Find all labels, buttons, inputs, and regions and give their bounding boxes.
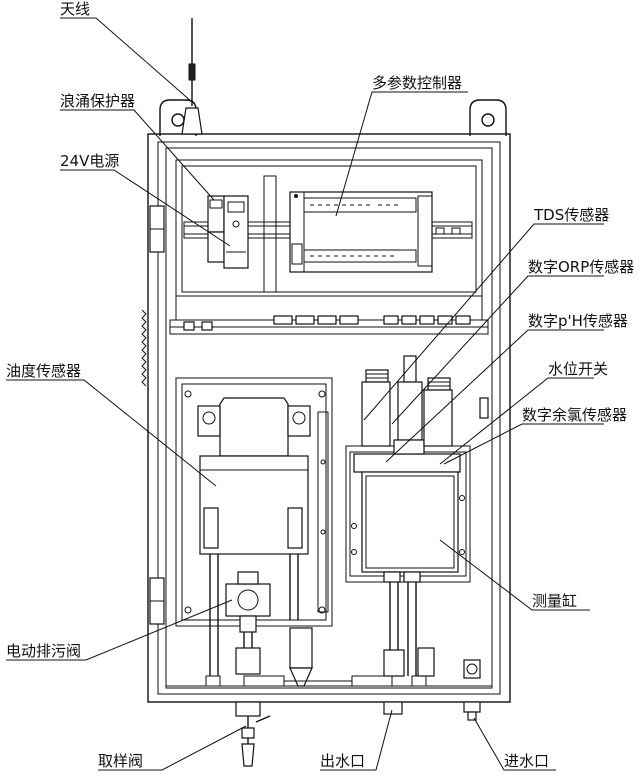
bottom-manifold [205,659,481,687]
cable-glands-row [183,315,471,331]
label-orp-sensor: 数字ORP传感器 [528,258,634,276]
label-water-inlet: 进水口 [504,752,549,770]
labels: 天线 浪涌保护器 24V电源 多参数控制器 TDS传感器 数字ORP传感器 数字… [6,0,634,770]
label-surge-protector: 浪涌保护器 [60,92,135,110]
leader-lines [6,17,604,771]
label-tds-sensor: TDS传感器 [533,206,609,224]
controller [289,191,433,273]
label-controller: 多参数控制器 [372,74,462,92]
label-oil-sensor: 油度传感器 [6,362,81,380]
label-24v-power: 24V电源 [60,152,119,170]
ph-sensor [423,377,453,447]
oil-sensor-assembly [175,377,333,676]
inlet-port [463,701,481,721]
label-level-switch: 水位开关 [548,360,608,378]
outlet-port [383,701,403,715]
surge-protector [207,195,225,233]
label-chlorine-sensor: 数字余氯传感器 [522,406,627,424]
label-ph-sensor: 数字p'H传感器 [528,312,628,330]
label-antenna: 天线 [60,0,90,18]
sampling-valve [235,701,271,767]
label-drain-valve: 电动排污阀 [6,642,81,660]
electric-drain-valve [225,571,313,687]
tds-sensor [361,369,391,447]
label-measuring-cylinder: 测量缸 [532,592,577,610]
label-sampling-valve: 取样阀 [98,752,143,770]
antenna [181,18,203,135]
label-water-outlet: 出水口 [320,752,365,770]
sensor-assembly [345,355,471,677]
cabinet [141,99,511,703]
